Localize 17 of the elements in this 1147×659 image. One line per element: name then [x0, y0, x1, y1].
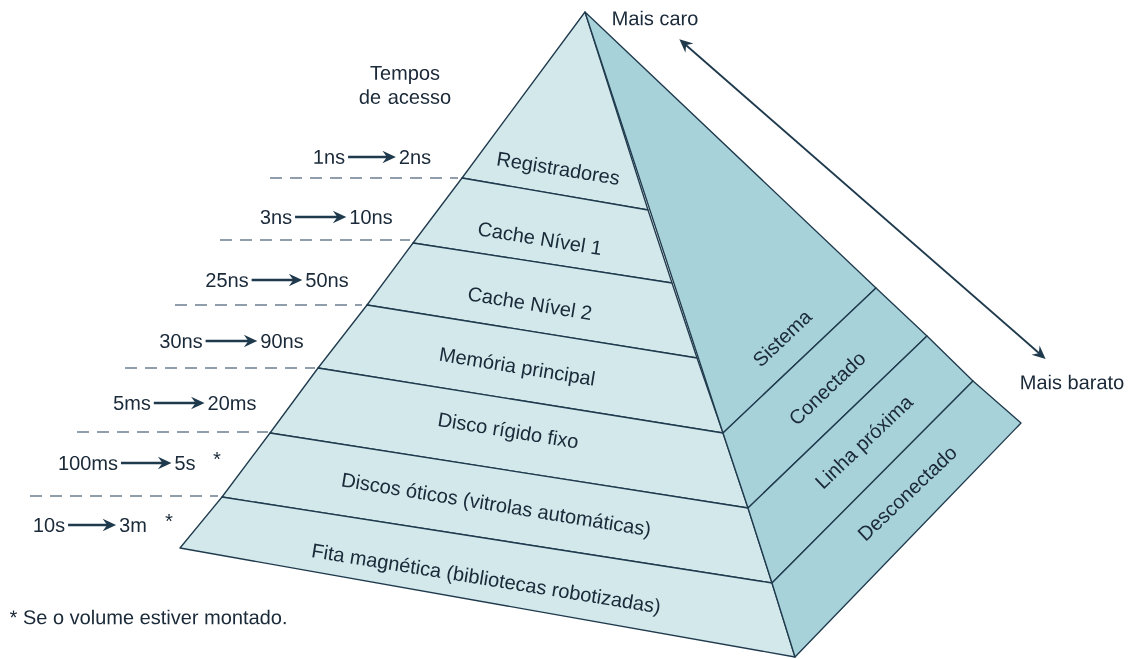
footnote-mark: *	[165, 514, 173, 522]
footnote-mark: *	[213, 452, 221, 460]
text-label: Mais barato	[1021, 374, 1124, 390]
time-label: 25ns	[206, 272, 248, 288]
time-label: 10ns	[350, 209, 392, 225]
time-label: 20ms	[208, 395, 256, 411]
time-label: 100ms	[59, 455, 118, 471]
time-label: 3m	[119, 517, 146, 533]
time-label: 2ns	[399, 149, 431, 165]
time-label: 50ns	[306, 272, 348, 288]
time-label: 5ms	[113, 396, 151, 410]
time-label: 90ns	[261, 333, 303, 349]
time-label: 10s	[34, 517, 65, 533]
time-label: 3ns	[260, 209, 292, 225]
time-label: 30ns	[160, 333, 202, 349]
time-label: 1ns	[314, 150, 345, 164]
time-label: 5s	[175, 456, 195, 470]
